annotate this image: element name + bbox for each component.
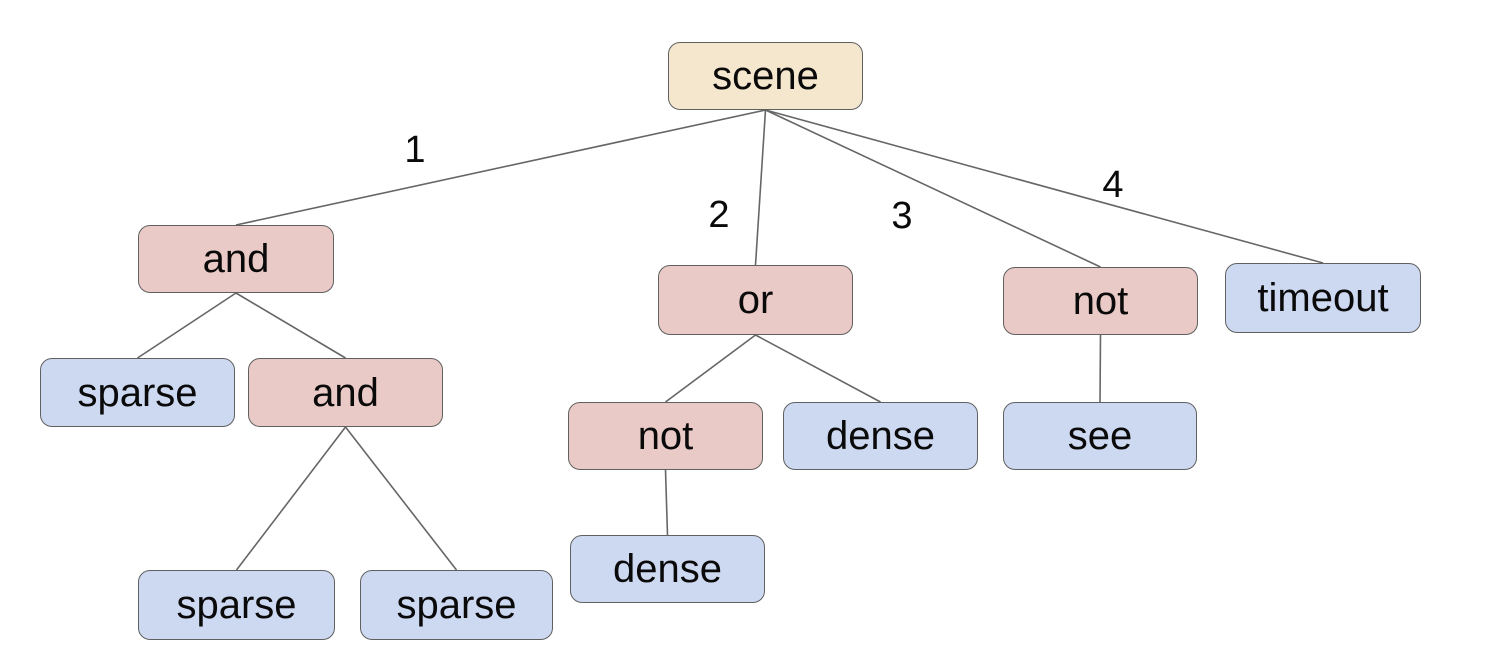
tree-node-timeout-1: timeout: [1225, 263, 1421, 333]
tree-node-not-2: not: [568, 402, 763, 470]
edge-scene-to-not-1: [765, 109, 1101, 268]
tree-node-see-1: see: [1003, 402, 1197, 470]
tree-node-and-1: and: [138, 225, 334, 293]
edge-label-2: 2: [708, 194, 729, 236]
edge-not-1-to-see-1: [1099, 334, 1102, 403]
edge-label-4: 4: [1102, 164, 1123, 206]
edge-label-1: 1: [404, 129, 425, 171]
edge-scene-to-and-1: [235, 109, 766, 226]
edge-or-1-to-not-2: [665, 334, 756, 403]
node-label: and: [202, 237, 270, 281]
tree-node-scene: scene: [668, 42, 863, 110]
edge-and-2-to-sparse-3: [344, 426, 458, 571]
tree-node-and-2: and: [248, 358, 443, 427]
node-label: not: [637, 414, 694, 458]
node-label: sparse: [77, 370, 198, 415]
edge-label-3: 3: [891, 195, 912, 237]
tree-node-sparse-2: sparse: [138, 570, 335, 640]
edge-and-2-to-sparse-2: [235, 426, 347, 571]
node-label: dense: [826, 414, 935, 458]
node-label: or: [737, 278, 774, 322]
tree-node-dense-2: dense: [570, 535, 765, 603]
node-label: timeout: [1257, 276, 1389, 320]
edge-scene-to-or-1: [754, 109, 767, 266]
node-label: sparse: [176, 583, 297, 627]
node-label: sparse: [396, 583, 517, 627]
edge-scene-to-timeout-1: [765, 109, 1324, 264]
tree-node-dense-1: dense: [783, 402, 978, 470]
tree-node-or-1: or: [658, 265, 853, 335]
node-label: and: [312, 370, 379, 415]
edge-or-1-to-dense-1: [755, 334, 881, 403]
node-label: dense: [613, 547, 722, 591]
tree-node-not-1: not: [1003, 267, 1198, 335]
edge-and-1-to-sparse-1: [137, 292, 237, 359]
edge-and-1-to-and-2: [235, 292, 346, 359]
tree-node-sparse-3: sparse: [360, 570, 553, 640]
node-label: see: [1067, 414, 1133, 458]
node-label: scene: [712, 54, 819, 98]
tree-node-sparse-1: sparse: [40, 358, 235, 427]
node-label: not: [1072, 279, 1129, 323]
edge-not-2-to-dense-2: [664, 469, 669, 536]
